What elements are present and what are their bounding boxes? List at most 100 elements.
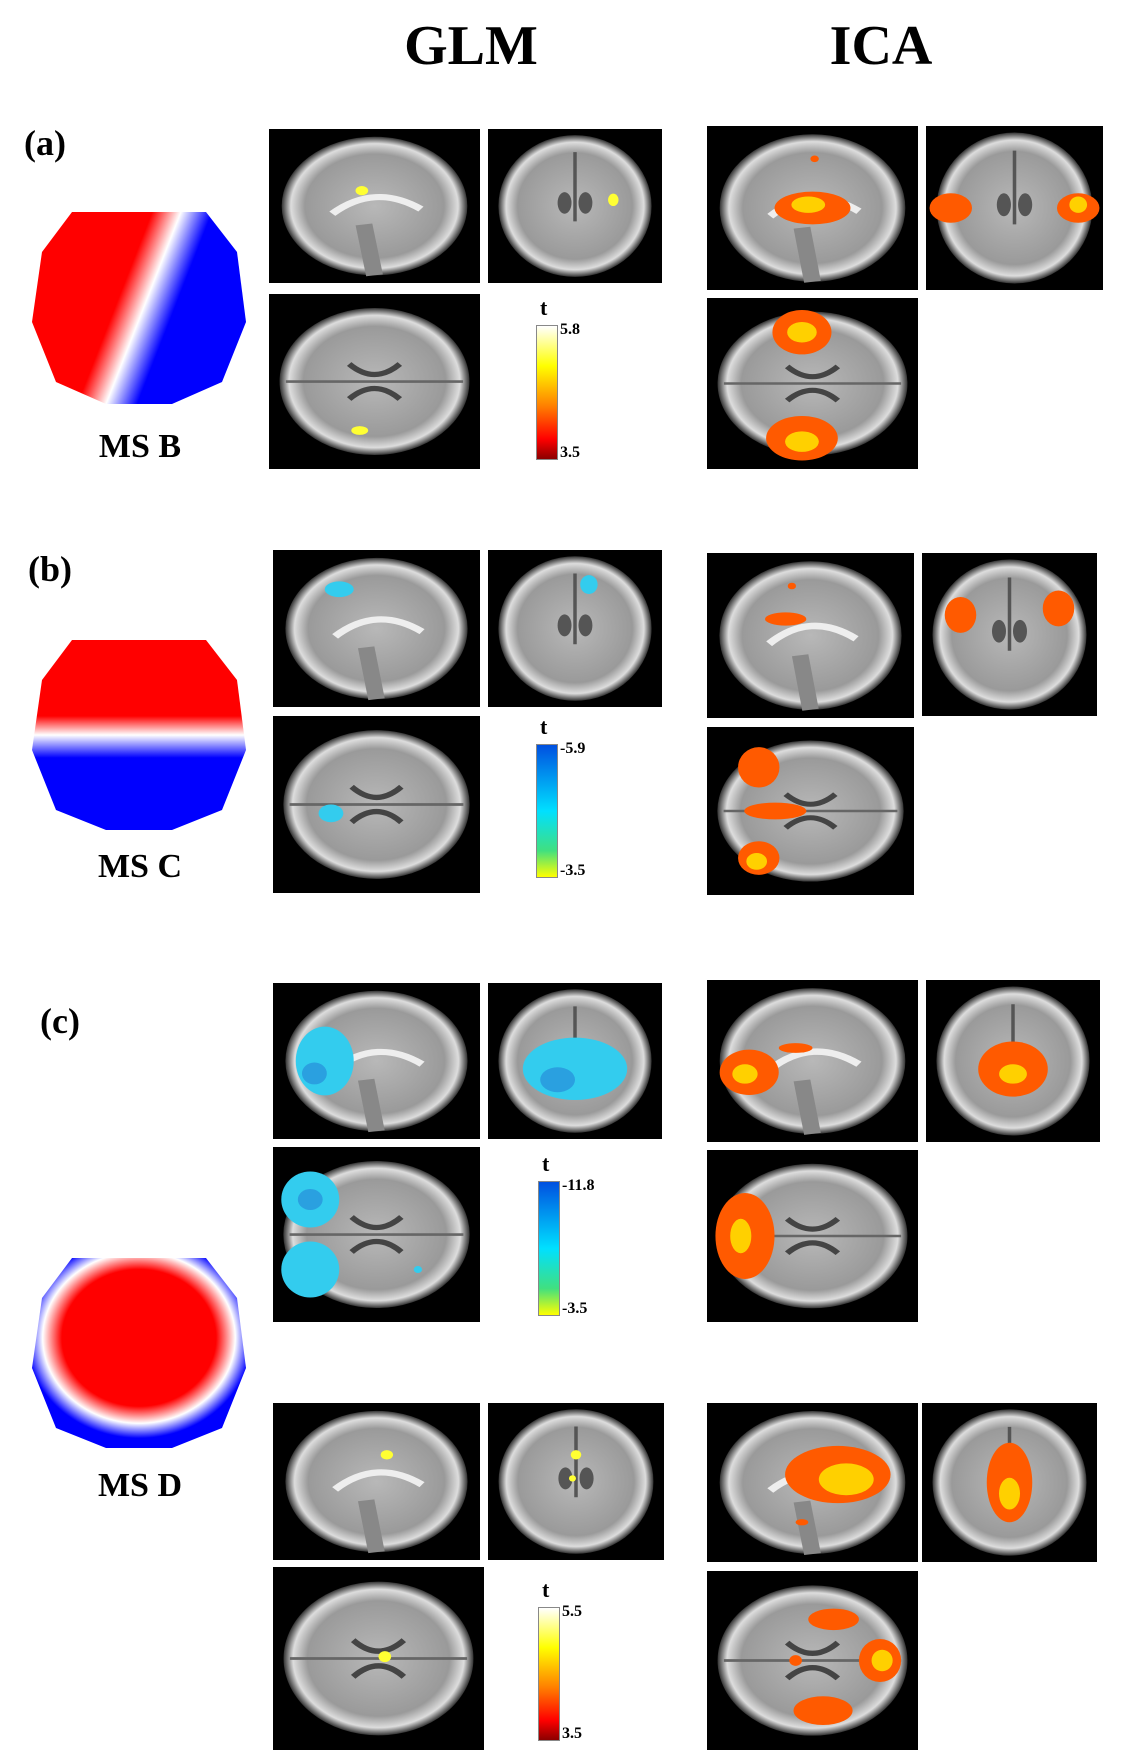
activation-blob xyxy=(785,431,819,452)
colorbar-min: 3.5 xyxy=(560,444,580,461)
brain-slice-image xyxy=(715,1163,908,1309)
activation-blob xyxy=(730,1218,752,1254)
activation-blob xyxy=(570,1450,582,1460)
activation-blob xyxy=(355,185,369,196)
activation-blob xyxy=(746,853,768,870)
activation-blob xyxy=(295,1026,354,1096)
glm-sagittal-b xyxy=(273,550,480,707)
activation-blob xyxy=(793,1696,853,1725)
colorbar-title: t xyxy=(540,295,548,320)
activation-blob xyxy=(297,1189,323,1210)
brain-slice-image xyxy=(498,556,652,701)
glm-coronal-a xyxy=(488,129,662,283)
colorbar-max: -11.8 xyxy=(562,1177,595,1194)
brain-slice-image xyxy=(498,989,652,1133)
ica-sagittal-c1 xyxy=(707,980,918,1142)
activation-blob xyxy=(999,1477,1020,1510)
topomap-ms-c xyxy=(32,640,246,830)
map-label-ms-d: MS D xyxy=(97,1467,183,1504)
colorbar-gradient xyxy=(536,325,558,460)
activation-blob xyxy=(568,1475,576,1482)
ica-coronal-c2 xyxy=(922,1403,1097,1562)
activation-blob xyxy=(324,581,354,598)
activation-blob xyxy=(787,321,817,343)
ica-coronal-c1 xyxy=(926,980,1100,1142)
glm-sagittal-a xyxy=(269,129,480,283)
ica-coronal-a xyxy=(926,126,1103,290)
brain-slice-image xyxy=(929,132,1100,284)
brain-slice-image xyxy=(285,990,468,1133)
map-label-ms-c: MS C xyxy=(97,848,183,885)
ica-coronal-b xyxy=(922,553,1097,716)
brain-slice-image xyxy=(498,1409,654,1554)
activation-blob xyxy=(789,1655,802,1666)
ica-axial-c1 xyxy=(707,1150,918,1322)
glm-column-title: GLM xyxy=(404,15,538,77)
brain-slice-image xyxy=(717,740,904,882)
brain-slice-image xyxy=(281,136,468,277)
ica-axial-b xyxy=(707,727,914,895)
activation-blob xyxy=(818,1463,874,1496)
ica-column-title: ICA xyxy=(829,15,933,77)
activation-blob xyxy=(810,155,819,163)
brain-slice-image xyxy=(283,730,470,879)
glm-coronal-c1 xyxy=(488,983,662,1139)
colorbar-gradient xyxy=(536,744,558,878)
activation-blob xyxy=(522,1037,628,1100)
activation-blob xyxy=(318,804,344,823)
brain-slice-image xyxy=(285,557,468,701)
colorbar-min: 3.5 xyxy=(562,1725,582,1742)
ica-sagittal-a xyxy=(707,126,918,290)
activation-blob xyxy=(808,1608,859,1631)
brain-slice-image xyxy=(285,1410,468,1554)
activation-blob xyxy=(351,426,369,435)
glm-axial-b xyxy=(273,716,480,893)
activation-blob xyxy=(738,747,780,788)
activation-blob xyxy=(764,612,807,626)
activation-blob xyxy=(744,802,807,820)
activation-blob xyxy=(944,597,977,633)
glm-sagittal-c1 xyxy=(273,983,480,1139)
brain-slice-image xyxy=(932,559,1087,710)
activation-blob xyxy=(778,1043,813,1053)
glm-sagittal-c2 xyxy=(273,1403,480,1560)
activation-blob xyxy=(787,582,797,590)
brain-slice-image xyxy=(281,1161,470,1308)
glm-coronal-c2 xyxy=(488,1403,664,1560)
brain-slice-image xyxy=(936,986,1090,1136)
glm-axial-a xyxy=(269,294,480,469)
activation-blob xyxy=(791,196,826,213)
topomap-ms-b xyxy=(32,212,246,404)
glm-axial-c1 xyxy=(273,1147,480,1322)
activation-blob xyxy=(301,1062,327,1085)
colorbar-title: t xyxy=(540,714,548,739)
colorbar-gradient xyxy=(538,1607,560,1741)
topomap-ms-d xyxy=(32,1258,246,1448)
activation-blob xyxy=(1042,590,1075,627)
activation-blob xyxy=(732,1064,758,1084)
row-label-b: (b) xyxy=(28,549,72,589)
activation-blob xyxy=(380,1450,394,1460)
colorbar-title: t xyxy=(542,1151,550,1176)
colorbar-title: t xyxy=(542,1577,550,1602)
ica-axial-a xyxy=(707,298,918,469)
glm-axial-c2 xyxy=(273,1567,484,1750)
brain-slice-image xyxy=(932,1409,1087,1556)
ica-sagittal-b xyxy=(707,553,914,718)
brain-slice-image xyxy=(283,1581,474,1736)
brain-slice-image xyxy=(279,308,470,455)
activation-blob xyxy=(580,575,598,594)
activation-blob xyxy=(413,1266,423,1273)
colorbar-max: 5.5 xyxy=(562,1603,582,1620)
colorbar-gradient xyxy=(538,1181,560,1316)
ica-sagittal-c2 xyxy=(707,1403,918,1562)
ica-axial-c2 xyxy=(707,1571,918,1750)
brain-slice-image xyxy=(498,135,652,277)
activation-blob xyxy=(795,1519,809,1526)
activation-blob xyxy=(540,1067,575,1093)
brain-slice-image xyxy=(719,561,902,711)
activation-blob xyxy=(1069,196,1088,213)
colorbar-max: 5.8 xyxy=(560,321,580,338)
brain-slice-image xyxy=(719,1410,906,1556)
